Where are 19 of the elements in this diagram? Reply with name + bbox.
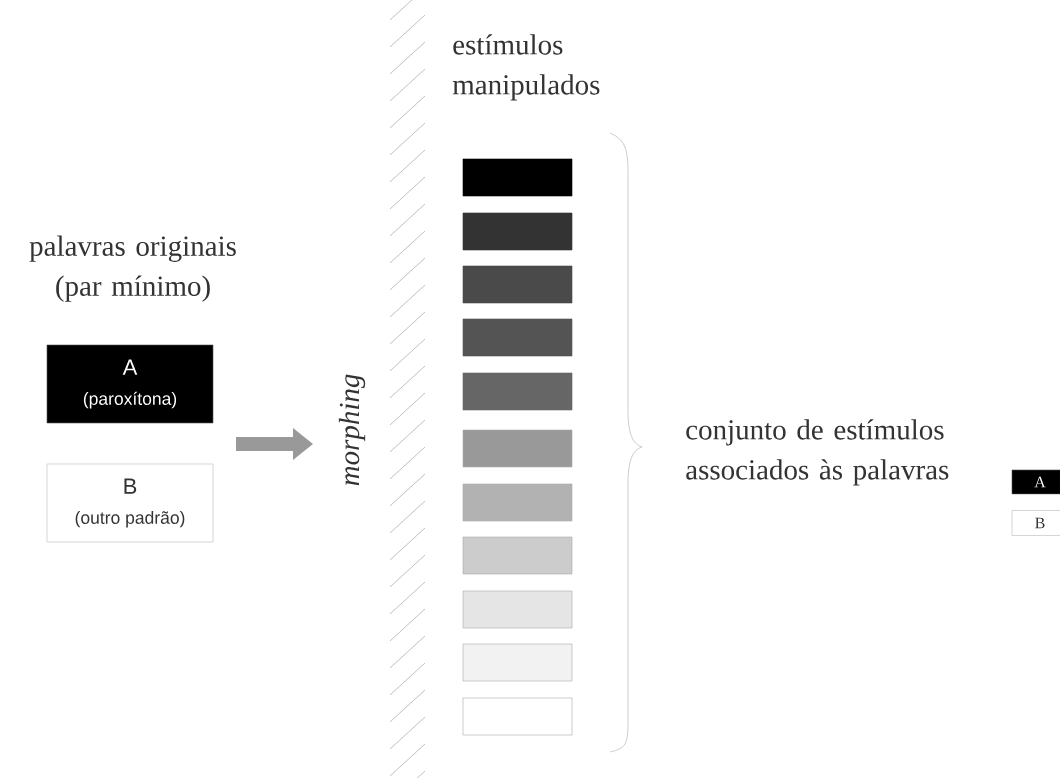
stimulus-bar — [462, 158, 573, 197]
stimulus-bar — [462, 372, 573, 411]
stimulus-bar — [462, 643, 573, 682]
caption-text: estímulos manipulados — [452, 34, 600, 101]
stimulus-bar — [462, 429, 573, 468]
stimulus-bar — [462, 536, 573, 575]
caption-text: palavras originais (par mínimo) — [29, 235, 236, 302]
stimulus-bar — [462, 483, 573, 522]
caption-text: conjunto de estímulos associados às palavras — [686, 419, 949, 486]
word-box: A — [1011, 469, 1060, 495]
stimulus-bar — [462, 265, 573, 304]
word-box: B (outro padrão) — [46, 463, 214, 543]
stimulus-bar — [462, 590, 573, 629]
stimulus-bar — [462, 212, 573, 251]
word-box: A (paroxítona) — [46, 344, 214, 424]
stimulus-bar — [462, 697, 573, 736]
stimulus-bar — [462, 318, 573, 357]
word-box: B — [1011, 510, 1060, 536]
process-label: morphing — [338, 374, 366, 486]
